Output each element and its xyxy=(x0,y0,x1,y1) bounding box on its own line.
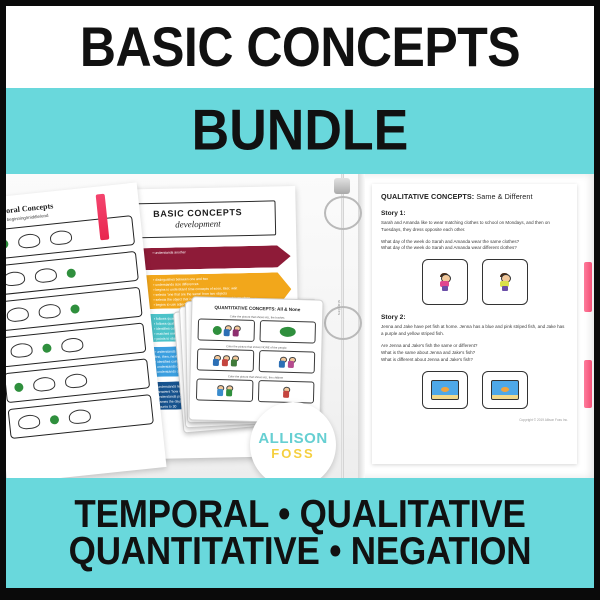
qualitative-heading: QUALITATIVE CONCEPTS: Same & Different xyxy=(381,192,568,201)
header-subtitle-band: BUNDLE xyxy=(6,88,594,174)
quantitative-choice-row xyxy=(197,318,317,344)
brand-logo: ALLISON FOSS xyxy=(250,402,336,478)
ring-clip-icon xyxy=(334,178,350,194)
line-drawing-icon xyxy=(49,229,73,246)
binder-brand-text: staples xyxy=(337,300,342,316)
binder-rings: staples xyxy=(322,174,362,478)
fishtank-icon xyxy=(430,379,459,400)
age-band-arrow: • understands another xyxy=(122,245,290,271)
development-title-line2: development xyxy=(175,218,221,230)
age-band-bullets: • understands another xyxy=(152,250,186,255)
person-icon xyxy=(231,354,239,367)
line-drawing-icon xyxy=(17,413,41,431)
colored-answer-icon xyxy=(70,303,80,314)
line-drawing-icon xyxy=(68,408,92,425)
colored-answer-icon xyxy=(6,238,9,249)
line-drawing-icon xyxy=(37,303,62,320)
line-drawing-icon xyxy=(6,306,30,323)
person-icon xyxy=(216,384,225,396)
picture-girl-2 xyxy=(481,259,528,306)
footer-line-2: QUANTITATIVE • NEGATION xyxy=(68,530,532,573)
footer-topics-band: TEMPORAL • QUALITATIVE QUANTITATIVE • NE… xyxy=(6,478,594,588)
story-2-questions: Are Jenna and Jake's fish the same or di… xyxy=(381,342,478,362)
page-subtitle: BUNDLE xyxy=(191,99,409,163)
page-title: BASIC CONCEPTS xyxy=(79,15,521,79)
binder-right-page: QUALITATIVE CONCEPTS: Same & Different S… xyxy=(358,174,594,478)
story-1-pictures xyxy=(381,259,568,306)
colored-answer-icon xyxy=(41,342,52,353)
quantitative-choice-row xyxy=(196,348,316,374)
logo-line-2: FOSS xyxy=(271,445,315,461)
person-icon xyxy=(223,324,232,336)
qualitative-heading-bold: QUALITATIVE CONCEPTS: xyxy=(381,192,475,201)
picture-fishtank-2 xyxy=(481,370,528,409)
choice-box[interactable] xyxy=(196,348,254,372)
copyright-text: Copyright © 2019 Allison Foss Inc. xyxy=(519,417,568,422)
line-drawing-icon xyxy=(64,372,88,389)
qualitative-worksheet: QUALITATIVE CONCEPTS: Same & Different S… xyxy=(372,184,577,464)
person-icon xyxy=(288,356,296,368)
choice-box[interactable] xyxy=(195,378,253,402)
footer-line-1: TEMPORAL • QUALITATIVE xyxy=(74,492,526,536)
story-1-text: Sarah and Amanda like to wear matching c… xyxy=(381,220,550,232)
quantitative-choice-row xyxy=(195,378,315,404)
development-title-box: BASIC CONCEPTS development xyxy=(119,200,277,239)
choice-box[interactable] xyxy=(258,320,317,344)
qualitative-heading-light: Same & Different xyxy=(474,192,533,201)
person-icon xyxy=(282,386,291,398)
divider-tab-pink-1[interactable] xyxy=(584,262,592,312)
colored-answer-icon xyxy=(66,267,77,278)
binder-ring-icon xyxy=(324,196,362,230)
quantitative-card-title: QUANTITATIVE CONCEPTS: All & None xyxy=(214,304,301,313)
logo-line-1: ALLISON xyxy=(258,429,328,447)
story-1-label: Story 1: xyxy=(381,210,406,217)
person-icon xyxy=(225,384,234,396)
divider-tab-pink-2[interactable] xyxy=(584,360,592,408)
header-title-band: BASIC CONCEPTS xyxy=(6,6,594,88)
binder-ring-icon xyxy=(324,306,362,340)
line-drawing-icon xyxy=(6,270,26,287)
picture-fishtank-1 xyxy=(421,370,468,409)
person-icon xyxy=(213,354,221,366)
person-icon xyxy=(232,324,241,337)
story-2-pictures xyxy=(381,370,568,409)
worksheet-item-row xyxy=(7,394,154,439)
choice-box[interactable] xyxy=(197,318,255,342)
product-photo: QUALITATIVE CONCEPTS: Same & Different S… xyxy=(6,174,594,478)
story-2-label: Story 2: xyxy=(381,314,406,322)
person-icon xyxy=(222,354,230,366)
line-drawing-icon xyxy=(34,267,58,284)
person-icon xyxy=(279,356,287,368)
story-2-text: Jenna and Jake have pet fish at home. Je… xyxy=(381,324,565,337)
line-drawing-icon xyxy=(9,342,34,359)
story-1-questions: What day of the week do Sarah and Amanda… xyxy=(381,238,520,251)
colored-answer-icon xyxy=(49,414,60,425)
picture-girl-1 xyxy=(421,259,468,306)
choice-box[interactable] xyxy=(258,350,316,374)
fishtank-icon xyxy=(490,379,519,400)
choice-box[interactable] xyxy=(257,380,315,404)
line-drawing-icon xyxy=(60,336,84,354)
kid-figure-icon xyxy=(498,273,511,291)
line-drawing-icon xyxy=(17,232,41,250)
colored-answer-icon xyxy=(13,381,24,392)
line-drawing-icon xyxy=(32,376,56,393)
kid-figure-icon xyxy=(438,273,451,291)
